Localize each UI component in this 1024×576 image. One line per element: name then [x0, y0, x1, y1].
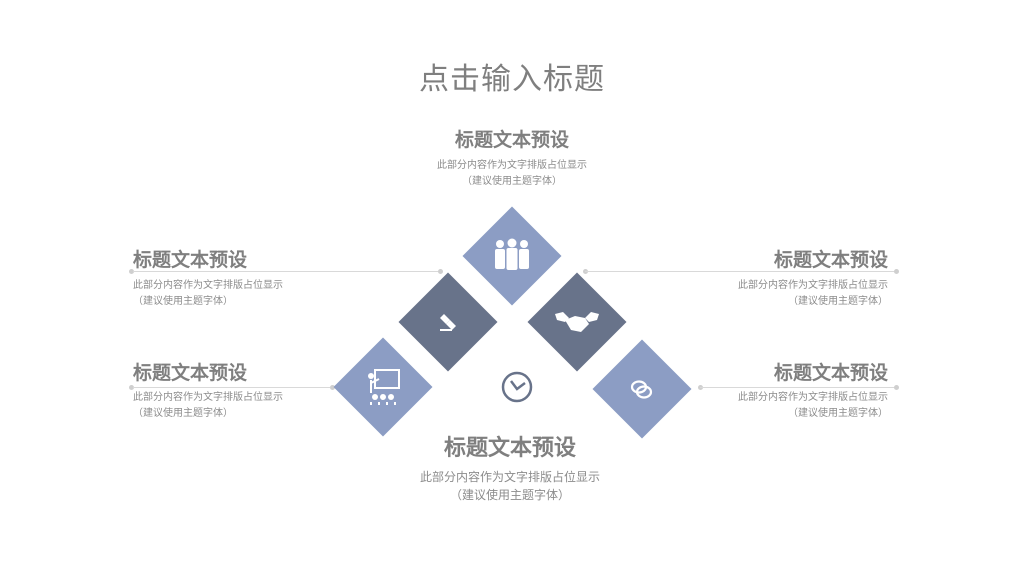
right-bottom-block-desc: 此部分内容作为文字排版占位显示	[738, 392, 888, 403]
right-bottom-connector-line	[700, 387, 896, 388]
left-top-line-dot	[129, 269, 134, 274]
left-bottom-connector-line	[133, 387, 333, 388]
bottom-block-desc: 此部分内容作为文字排版占位显示	[419, 470, 600, 484]
right-bottom-line-end-dot	[894, 385, 899, 390]
right-bottom-block-note: （建议使用主题字体）	[788, 408, 888, 419]
top-block-note: （建议使用主题字体）	[462, 176, 562, 187]
bottom-block-note: （建议使用主题字体）	[449, 488, 570, 502]
left-top-block-note: （建议使用主题字体）	[133, 296, 233, 307]
marker-icon	[421, 295, 475, 349]
right-top-block-title: 标题文本预设	[773, 249, 888, 271]
right-top-block-note: （建议使用主题字体）	[788, 296, 888, 307]
right-bottom-block-title: 标题文本预设	[773, 362, 888, 384]
right-top-line-end-dot	[894, 269, 899, 274]
left-top-connector-line	[133, 271, 440, 272]
right-top-connector-line	[585, 271, 896, 272]
top-block-title: 标题文本预设	[454, 129, 569, 151]
left-bottom-block-title: 标题文本预设	[133, 362, 248, 384]
top-block-desc: 此部分内容作为文字排版占位显示	[437, 160, 587, 171]
right-top-block-desc: 此部分内容作为文字排版占位显示	[738, 280, 888, 291]
left-bottom-line-end-dot	[330, 385, 335, 390]
team-icon	[485, 229, 539, 283]
presentation-icon	[356, 360, 410, 414]
left-bottom-line-dot	[129, 385, 134, 390]
chat-icon	[615, 362, 669, 416]
clock-icon	[500, 370, 534, 404]
handshake-icon	[550, 295, 604, 349]
bottom-block-title: 标题文本预设	[443, 436, 576, 461]
left-top-line-end-dot	[438, 269, 443, 274]
page-title: 点击输入标题	[419, 62, 605, 97]
left-top-block-desc: 此部分内容作为文字排版占位显示	[133, 280, 283, 291]
left-bottom-block-desc: 此部分内容作为文字排版占位显示	[133, 392, 283, 403]
left-top-block-title: 标题文本预设	[133, 249, 248, 271]
left-bottom-block-note: （建议使用主题字体）	[133, 408, 233, 419]
